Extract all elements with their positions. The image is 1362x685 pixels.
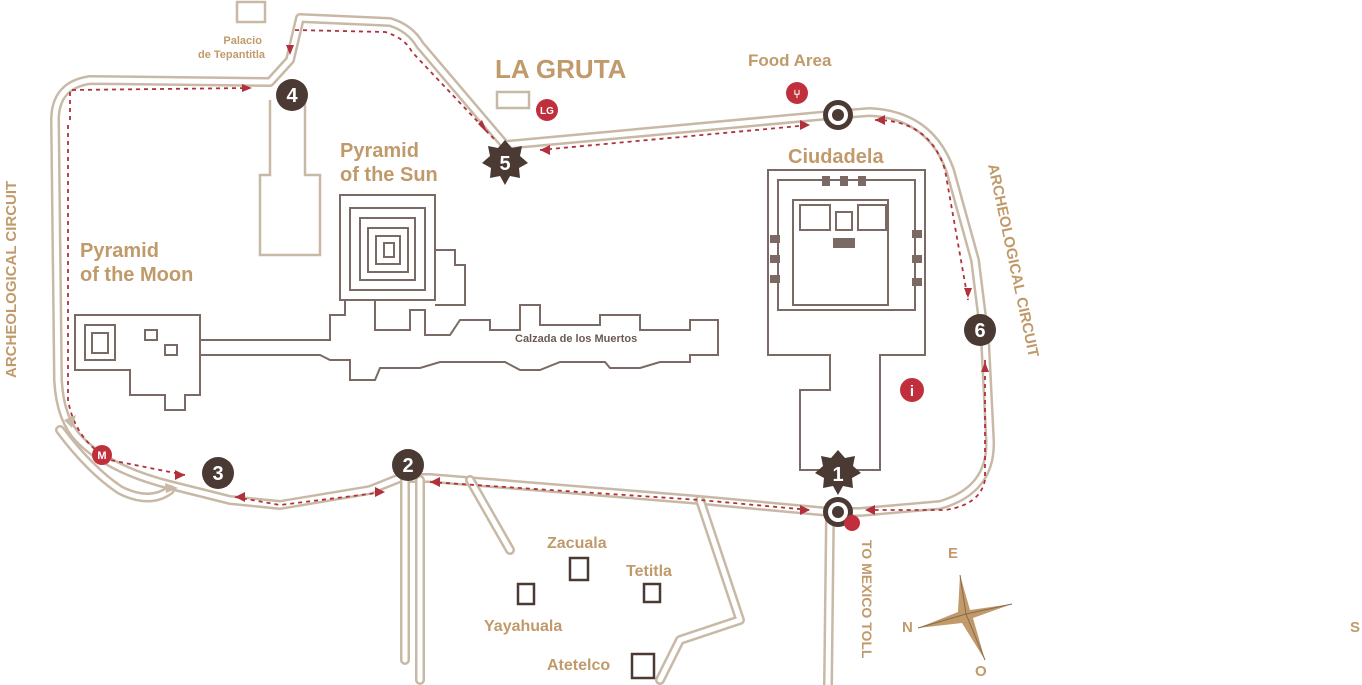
compass-n: N	[902, 619, 913, 636]
food-area-icon[interactable]	[786, 82, 808, 104]
palacio-building	[235, 0, 267, 24]
pyramid-moon-label: Pyramid of the Moon	[80, 240, 193, 286]
stop-6-number: 6	[974, 320, 985, 342]
la-gruta-badge: LG	[540, 106, 554, 117]
ciudadela-structure	[767, 169, 926, 471]
compass-e: E	[948, 545, 958, 562]
arrow-sign-right	[165, 483, 178, 493]
sun-line2: of the Sun	[340, 164, 438, 186]
pyramid-sun-label: Pyramid of the Sun	[340, 140, 438, 186]
la-gruta-label: LA GRUTA	[495, 54, 627, 84]
circuit-label-left: ARCHEOLOGICAL CIRCUIT	[3, 181, 20, 378]
stop-4[interactable]: 4	[276, 79, 308, 111]
yayahuala-building	[516, 582, 536, 606]
stop-2-number: 2	[402, 455, 413, 477]
walking-route	[67, 29, 986, 511]
stop-4-number: 4	[286, 85, 298, 107]
stop-5[interactable]: 5	[482, 140, 528, 185]
pyramid-moon-structure	[74, 314, 201, 411]
la-gruta-marker[interactable]	[536, 99, 558, 121]
palacio-line1: Palacio	[223, 35, 262, 47]
tetitla-label: Tetitla	[626, 563, 672, 580]
stop-3-number: 3	[212, 463, 223, 485]
plaza-structure	[258, 100, 322, 257]
mexico-toll-label: TO MEXICO TOLL	[859, 540, 875, 659]
info-badge: i	[910, 383, 914, 400]
zacuala-building	[568, 556, 590, 582]
metro-icon[interactable]	[92, 445, 112, 465]
moon-line1: Pyramid	[80, 240, 159, 262]
stop-1-number: 1	[832, 464, 843, 486]
stop-1[interactable]: 1	[815, 450, 861, 495]
sun-line1: Pyramid	[340, 140, 419, 162]
food-area-label: Food Area	[748, 51, 832, 70]
stop-6[interactable]: 6	[964, 314, 996, 346]
palacio-line2: de Tepantitla	[198, 49, 266, 61]
parking-icon[interactable]	[844, 515, 860, 531]
calzada-label: Calzada de los Muertos	[515, 333, 637, 345]
la-gruta-building	[495, 90, 531, 110]
compass-s: S	[1350, 619, 1360, 636]
fork-knife-icon: ⑂	[793, 87, 800, 101]
compass-o: O	[975, 663, 987, 680]
stop-5-number: 5	[499, 153, 510, 175]
stop-2[interactable]: 2	[392, 449, 424, 481]
metro-badge: M	[97, 450, 106, 462]
atetelco-building	[630, 652, 656, 680]
zacuala-label: Zacuala	[547, 535, 607, 552]
tetitla-building	[642, 582, 662, 604]
roads	[50, 13, 996, 685]
compass-rose: E N O S	[902, 545, 1360, 680]
gate-north-icon[interactable]	[823, 100, 853, 130]
ciudadela-label: Ciudadela	[788, 146, 884, 168]
pyramid-sun-structure	[339, 194, 466, 306]
arrow-sign-left	[64, 415, 76, 428]
moon-line2: of the Moon	[80, 264, 193, 286]
info-icon[interactable]	[900, 378, 924, 402]
calzada-avenue	[199, 299, 719, 381]
stop-3[interactable]: 3	[202, 457, 234, 489]
yayahuala-label: Yayahuala	[484, 618, 562, 635]
palacio-label: Palacio de Tepantitla	[198, 35, 266, 61]
atetelco-label: Atetelco	[547, 657, 610, 674]
route-arrows	[175, 45, 989, 515]
